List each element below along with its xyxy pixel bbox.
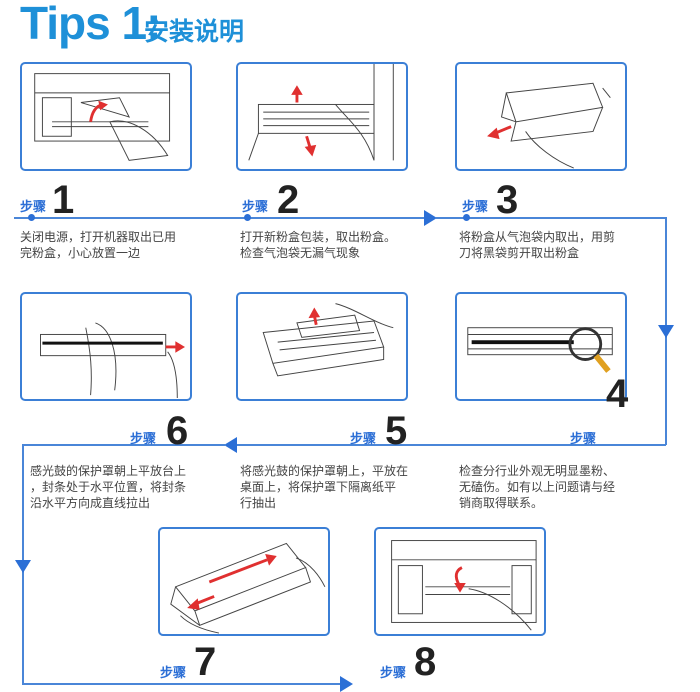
step-3-label: 步骤 <box>462 200 489 215</box>
step-3-image <box>455 62 627 171</box>
step-6-desc-line3: 沿水平方向成直线拉出 <box>30 496 151 510</box>
step-3-dot <box>463 214 470 221</box>
step-8-image <box>374 527 546 636</box>
unpack-cartridge-illustration <box>248 64 394 161</box>
step-3-desc-line2: 刀将黑袋剪开取出粉盒 <box>459 246 580 260</box>
step-3-desc-line1: 将粉盒从气泡袋内取出，用剪 <box>459 230 616 244</box>
step-2-image <box>236 62 408 171</box>
step-5-label: 步骤 <box>350 432 377 447</box>
pull-seal-illustration <box>40 322 185 399</box>
step-6-desc-line1: 感光鼓的保护罩朝上平放台上 <box>30 464 187 478</box>
step-8-number: 8 <box>414 640 437 684</box>
flow-arrow-right <box>424 210 437 226</box>
flow-line-row2 <box>236 444 666 446</box>
flow-line-row1 <box>14 217 426 219</box>
step-2-label: 步骤 <box>242 200 269 215</box>
step-2-dot <box>244 214 251 221</box>
inspect-cartridge-illustration <box>467 327 613 373</box>
remove-protector-paper-illustration <box>262 303 394 377</box>
step-6-number: 6 <box>166 409 189 453</box>
step-5-desc-line2: 桌面上，将保护罩下隔离纸平 <box>240 480 397 494</box>
flow-arrow-down-left <box>15 560 31 573</box>
flow-line-row3 <box>22 683 342 685</box>
step-8-label: 步骤 <box>380 666 407 681</box>
step-2-desc-line1: 打开新粉盒包装，取出粉盒。 <box>240 230 397 244</box>
step-1-label: 步骤 <box>20 200 47 215</box>
step-1-image <box>20 62 192 171</box>
step-1-dot <box>28 214 35 221</box>
step-5-number: 5 <box>385 409 408 453</box>
flow-line-row2-left <box>22 444 226 446</box>
tips-title: Tips 1: <box>20 0 161 49</box>
printer-open-illustration <box>34 73 171 161</box>
step-5-desc-line1: 将感光鼓的保护罩朝上，平放在 <box>240 464 409 478</box>
step-4-label: 步骤 <box>570 432 597 447</box>
flow-arrow-right-bottom <box>340 676 353 692</box>
step-1-desc-line1: 关闭电源，打开机器取出已用 <box>20 230 177 244</box>
insert-cartridge-illustration <box>391 540 537 631</box>
step-2-number: 2 <box>277 178 300 222</box>
step-6-image <box>20 292 192 401</box>
step-5-desc-line3: 行抽出 <box>240 496 277 510</box>
remove-from-bag-illustration <box>487 82 611 169</box>
step-3-number: 3 <box>496 178 519 222</box>
step-4-desc-line1: 检查分行业外观无明显墨粉、 <box>459 464 616 478</box>
step-7-image <box>158 527 330 636</box>
step-1-number: 1 <box>52 178 75 222</box>
tips-subtitle: 安装说明 <box>144 17 245 46</box>
step-7-number: 7 <box>194 640 217 684</box>
step-6-desc-line2: ，封条处于水平位置，将封条 <box>30 480 187 494</box>
flow-line-row1-right <box>436 217 666 219</box>
flow-arrow-down-right <box>658 325 674 338</box>
step-4-number: 4 <box>606 372 629 416</box>
step-4-desc-line2: 无磕伤。如有以上问题请与经 <box>459 480 616 494</box>
step-2-desc-line2: 检查气泡袋无漏气现象 <box>240 246 361 260</box>
step-5-image <box>236 292 408 401</box>
step-7-label: 步骤 <box>160 666 187 681</box>
step-6-label: 步骤 <box>130 432 157 447</box>
step-4-image <box>455 292 627 401</box>
step-1-desc-line2: 完粉盒，小心放置一边 <box>20 246 141 260</box>
flow-arrow-left <box>224 437 237 453</box>
shake-cartridge-illustration <box>170 542 326 634</box>
step-4-desc-line3: 销商取得联系。 <box>459 496 544 510</box>
